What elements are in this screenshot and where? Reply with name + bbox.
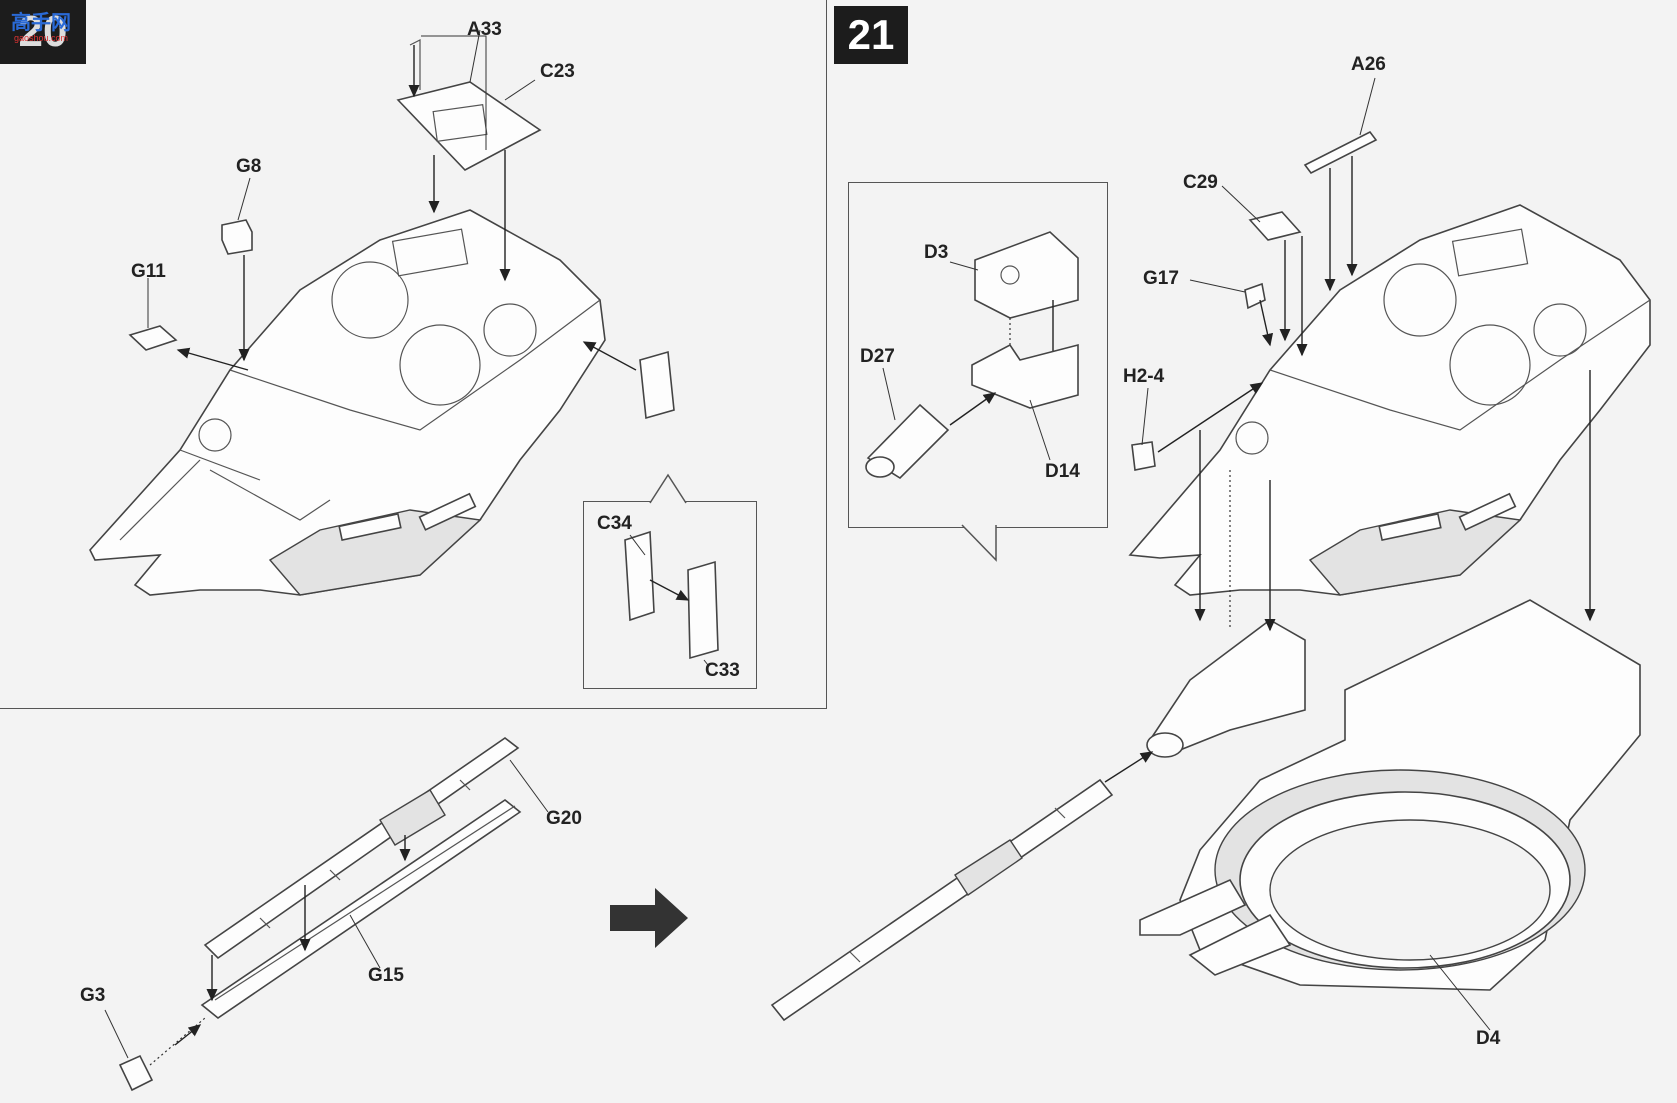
part-c23 <box>396 39 542 171</box>
step-20-number: 20 <box>18 7 68 56</box>
label-d14: D14 <box>1045 461 1080 482</box>
inset-d3-pointer <box>961 524 997 562</box>
step-20-badge: 20 <box>0 0 86 64</box>
label-c23: C23 <box>540 61 575 82</box>
label-a33: A33 <box>467 19 502 40</box>
label-h2-4: H2-4 <box>1123 366 1165 387</box>
label-d3: D3 <box>924 242 949 263</box>
barrel-g15 <box>200 799 522 1019</box>
label-g20: G20 <box>546 808 582 829</box>
inset-c34-frame <box>583 501 757 689</box>
label-c34: C34 <box>597 513 632 534</box>
label-g11: G11 <box>131 261 166 282</box>
watermark-text: 高手网 <box>11 10 71 34</box>
part-g11 <box>128 325 178 351</box>
next-arrow <box>610 888 688 948</box>
part-d14 <box>971 343 1079 409</box>
step-21-badge: 21 <box>834 6 908 64</box>
part-c33 <box>687 560 719 660</box>
label-g17: G17 <box>1143 268 1179 289</box>
label-d27: D27 <box>860 346 895 367</box>
part-d3 <box>974 231 1079 319</box>
label-d4: D4 <box>1476 1028 1501 1049</box>
step-21-number: 21 <box>847 11 895 58</box>
label-c33: C33 <box>705 660 740 681</box>
part-g17 <box>1244 282 1266 310</box>
inset-c34-pointer <box>649 473 687 504</box>
hull-left <box>89 209 606 596</box>
barrel-assembled <box>770 778 1114 1022</box>
label-c29: C29 <box>1183 172 1218 193</box>
part-g3 <box>118 1054 154 1092</box>
label-a26: A26 <box>1351 54 1386 75</box>
watermark-subtext: gaoshou.com <box>13 33 69 43</box>
label-g15: G15 <box>368 965 404 986</box>
site-watermark: 高手网 gaoshou.com <box>4 6 78 43</box>
step-20-frame <box>0 0 827 709</box>
part-c34 <box>624 530 655 622</box>
part-d4 <box>1139 599 1641 991</box>
part-side-box <box>639 350 675 420</box>
part-mantlet <box>1148 619 1306 751</box>
part-c29 <box>1248 211 1302 241</box>
label-g3: G3 <box>80 985 106 1006</box>
part-g8 <box>221 219 253 255</box>
hull-right <box>1128 204 1651 596</box>
part-h2-4 <box>1131 441 1156 471</box>
part-a26 <box>1303 130 1378 175</box>
label-g8: G8 <box>236 156 262 177</box>
barrel-g20 <box>203 737 520 960</box>
